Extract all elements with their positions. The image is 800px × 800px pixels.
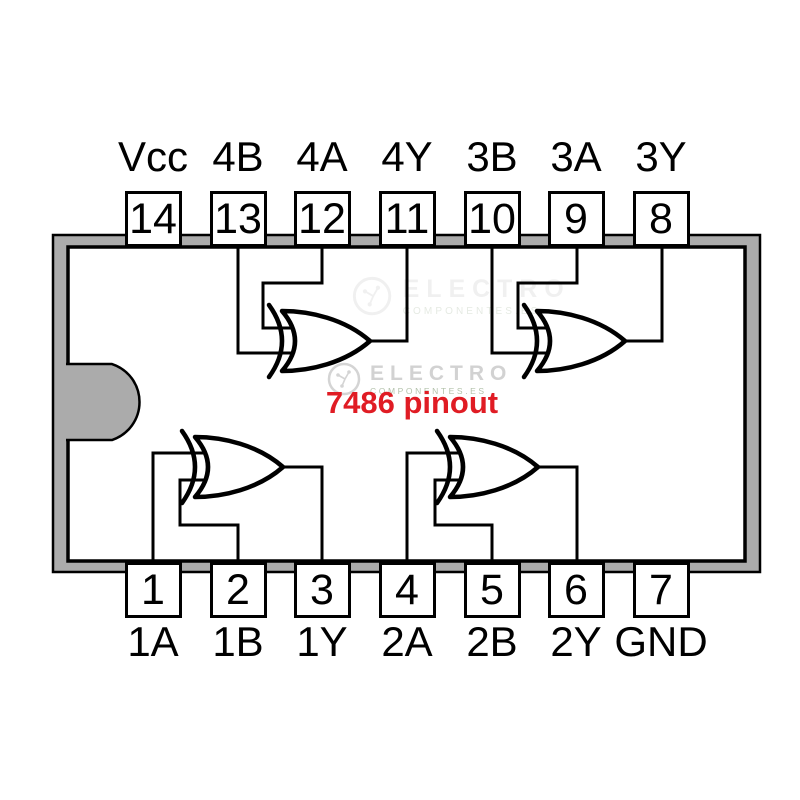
wire-4B-input [236, 244, 302, 355]
pin-number: 4 [395, 565, 419, 614]
pin-box-5: 5 [463, 562, 521, 618]
pin1-notch [66, 362, 141, 442]
wire-4A-input [261, 244, 324, 330]
xor-gate-3 [524, 305, 625, 377]
watermark-brand: ELECTRO [370, 361, 513, 385]
pin-box-11: 11 [378, 191, 436, 247]
pin-label-1b: 1B [212, 618, 264, 665]
wire-2A-input [405, 451, 470, 565]
pin-box-13: 13 [209, 191, 267, 247]
pin-number: 1 [141, 565, 165, 614]
xor-gate-4 [269, 305, 370, 377]
diagram-title: 7486 pinout [325, 385, 499, 420]
pin-label-vcc: Vcc [117, 133, 189, 180]
pin-box-10: 10 [463, 191, 521, 247]
wire-3Y-output [623, 244, 664, 343]
pin-label-4a: 4A [296, 133, 348, 180]
pin-label-gnd: GND [614, 618, 708, 665]
pin-label-3a: 3A [550, 133, 602, 180]
pin-number: 3 [310, 565, 334, 614]
pin-box-7: 7 [632, 562, 690, 618]
pin-number: 7 [649, 565, 673, 614]
pin-label-2y: 2Y [550, 618, 602, 665]
pin-label-1y: 1Y [296, 618, 348, 665]
pin-label-3b: 3B [466, 133, 518, 180]
pin-box-1: 1 [124, 562, 182, 618]
watermark-sub: COMPONENTES.ES [402, 304, 541, 316]
pin-number: 8 [649, 194, 673, 243]
wire-4Y-output [368, 244, 409, 343]
wire-1Y-output [281, 465, 324, 565]
pin-number: 2 [226, 565, 250, 614]
xor-gate-2 [437, 431, 538, 503]
wire-1A-input [151, 451, 215, 565]
pin-box-8: 8 [632, 191, 690, 247]
pin-box-12: 12 [293, 191, 351, 247]
wire-2Y-output [536, 465, 579, 565]
pin-label-3y: 3Y [635, 133, 687, 180]
xor-gate-1 [182, 431, 283, 503]
wire-3A-input [516, 244, 579, 330]
watermark-brand: ELECTRO [402, 275, 571, 303]
pin-number: 14 [129, 194, 177, 243]
pin-label-1a: 1A [127, 618, 179, 665]
pin-number: 11 [384, 194, 430, 243]
watermark-logo-icon [327, 362, 361, 396]
pin-box-2: 2 [209, 562, 267, 618]
pin-label-2a: 2A [381, 618, 433, 665]
pin-box-9: 9 [547, 191, 605, 247]
watermark-main: ELECTRO COMPONENTES.ES [327, 362, 512, 396]
pin-box-4: 4 [378, 562, 436, 618]
pin-label-4b: 4B [212, 133, 264, 180]
pin-number: 12 [298, 194, 346, 243]
watermark-logo-icon [352, 276, 392, 316]
pin-number: 10 [468, 194, 516, 243]
pin-number: 6 [564, 565, 588, 614]
watermark-sub: COMPONENTES.ES [370, 385, 487, 396]
pin-box-3: 3 [293, 562, 351, 618]
pin-number: 9 [564, 194, 588, 243]
watermark-upper: ELECTRO COMPONENTES.ES [352, 276, 571, 316]
pin-number: 13 [214, 194, 262, 243]
wire-3B-input [490, 244, 557, 355]
pin-box-14: 14 [124, 191, 182, 247]
pin-box-6: 6 [547, 562, 605, 618]
pin-number: 5 [480, 565, 504, 614]
pin-label-2b: 2B [466, 618, 518, 665]
pin-label-4y: 4Y [381, 133, 433, 180]
